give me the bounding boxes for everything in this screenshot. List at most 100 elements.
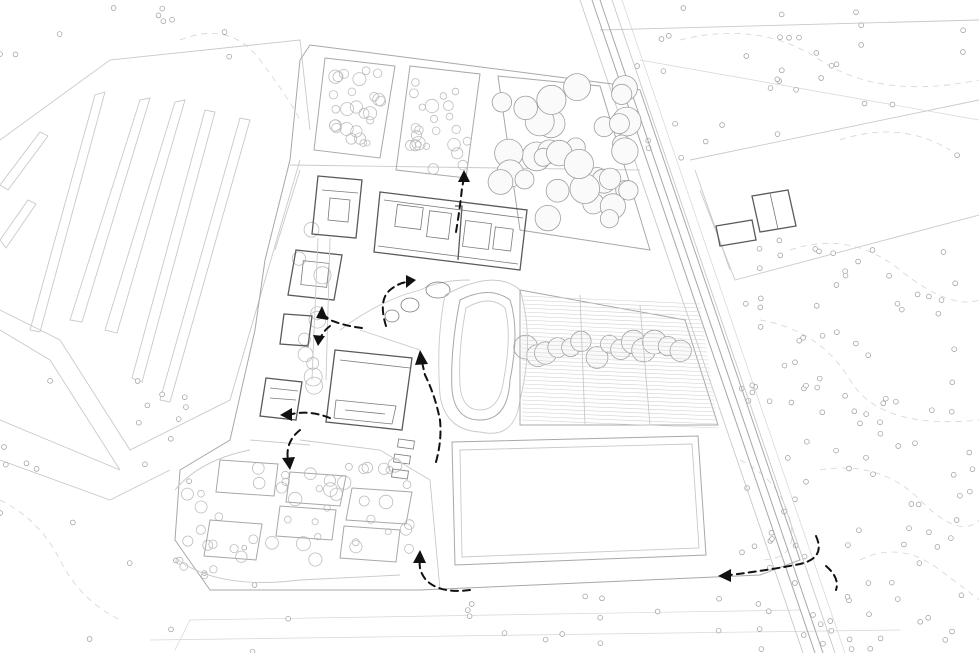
tree-dot — [948, 535, 954, 541]
tree-dot — [186, 478, 192, 484]
tree-dot — [853, 9, 859, 16]
tree-dot — [767, 564, 773, 571]
tree-dot — [788, 399, 795, 406]
tree-dot — [765, 608, 772, 615]
context-linework — [0, 19, 979, 651]
shrub — [288, 491, 303, 507]
shrub — [439, 92, 448, 100]
shrub — [377, 462, 391, 475]
tree-dot — [654, 608, 661, 615]
shrub — [349, 540, 363, 554]
shrub — [409, 88, 419, 99]
tree-dot — [168, 436, 174, 442]
tree-dot — [774, 131, 781, 137]
crop-row — [521, 403, 717, 413]
shrub — [372, 68, 383, 79]
circulation-arrow — [455, 170, 470, 233]
tree-dot — [221, 29, 228, 35]
tree-dot — [70, 519, 76, 526]
shrub — [409, 139, 422, 152]
shrub — [443, 100, 454, 111]
tree-dot — [155, 12, 162, 19]
shrub — [182, 535, 194, 547]
shrub — [358, 463, 369, 475]
tree-dot — [678, 154, 684, 161]
tree-dot — [110, 5, 117, 11]
shrub — [331, 104, 341, 114]
tree-dot — [249, 648, 256, 653]
shrub — [411, 78, 420, 87]
tree-canopy-crown — [545, 178, 570, 203]
tree-canopy-crown — [563, 148, 594, 179]
shrub — [311, 518, 319, 526]
crop-row — [521, 391, 715, 401]
tree-dot — [810, 612, 816, 618]
shrub — [405, 139, 417, 151]
tree-dot — [877, 419, 883, 425]
tree-dot — [957, 492, 963, 499]
tree-canopy — [291, 73, 692, 395]
tree-dot — [803, 479, 809, 485]
crop-row — [521, 407, 717, 417]
tree-dot — [954, 152, 960, 158]
shrub — [328, 90, 338, 100]
tree-dot — [958, 592, 965, 599]
tree-dot — [827, 618, 834, 624]
garden-plots-north — [313, 57, 651, 251]
shrub — [283, 515, 292, 524]
shrub — [281, 477, 290, 486]
tree-dot — [844, 594, 851, 600]
tree-dot — [967, 488, 973, 495]
crop-row — [521, 343, 708, 353]
tree-dot — [908, 501, 915, 507]
crop-row — [521, 383, 714, 393]
tree-dot — [680, 5, 687, 11]
tree-dot — [889, 101, 896, 108]
tree-dot — [769, 536, 775, 542]
tree-dot — [758, 295, 764, 302]
shrub — [209, 565, 218, 574]
tree-canopy-crown — [598, 167, 622, 190]
tree-dot — [865, 352, 872, 358]
tree-dot — [796, 34, 802, 41]
tree-dot — [792, 580, 798, 586]
crop-row — [521, 327, 705, 337]
shrub — [214, 512, 224, 521]
tree-dot — [804, 438, 810, 445]
tree-dot — [828, 62, 835, 69]
circulation-arrow — [381, 275, 416, 327]
tree-dot — [812, 246, 819, 252]
tree-dot — [950, 472, 957, 478]
tree-canopy-crown — [491, 92, 512, 113]
tree-dot — [914, 291, 921, 298]
tree-dot — [828, 627, 835, 634]
shrub — [351, 538, 360, 547]
tree-dot — [660, 68, 667, 74]
shrub — [303, 221, 320, 238]
tree-dot — [749, 389, 756, 396]
tree-dot — [816, 375, 823, 382]
tree-dot — [658, 36, 665, 42]
shrub — [200, 571, 209, 580]
shrub — [202, 539, 214, 551]
tree-dot — [951, 346, 957, 352]
crop-row — [521, 359, 710, 369]
shrub — [385, 465, 394, 474]
tree-dot — [796, 337, 803, 344]
tree-dot — [886, 272, 892, 279]
shrub — [424, 98, 440, 114]
tree-dot — [895, 596, 901, 602]
tree-dot — [757, 324, 764, 330]
tree-dot — [778, 11, 785, 18]
shrub — [387, 457, 403, 473]
tree-dot — [883, 395, 889, 402]
tree-dot — [929, 407, 935, 413]
tree-dot — [948, 408, 955, 415]
shrub — [414, 125, 424, 135]
tree-dot — [916, 560, 923, 566]
crop-row — [521, 355, 710, 365]
tree-dot — [0, 51, 3, 57]
tree-dot — [953, 517, 960, 523]
shrub — [308, 310, 327, 329]
